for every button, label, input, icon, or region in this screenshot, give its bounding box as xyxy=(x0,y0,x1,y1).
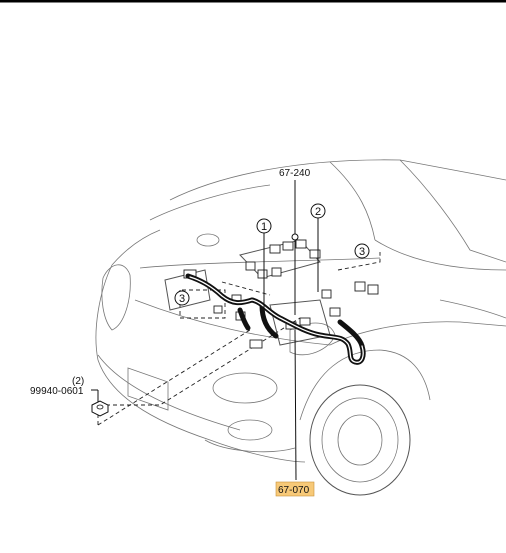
main-harness xyxy=(185,273,366,365)
ref-circle-2: 2 xyxy=(310,203,326,219)
part-number-67-240: 67-240 xyxy=(279,168,311,179)
svg-text:2: 2 xyxy=(315,206,321,218)
reference-boxes xyxy=(97,252,381,426)
part-number-highlight xyxy=(275,481,315,497)
ref-circle-3-left: 3 xyxy=(174,290,190,306)
svg-text:1: 1 xyxy=(261,221,267,233)
fastener-nut-icon xyxy=(91,400,109,417)
leader-lines xyxy=(91,180,319,481)
part-number-67-070: 67-070 xyxy=(278,485,310,496)
ref-circle-1: 1 xyxy=(256,218,272,234)
part-number-99940-0601: 99940-0601 xyxy=(30,386,84,397)
svg-text:3: 3 xyxy=(359,246,365,258)
svg-text:3: 3 xyxy=(179,293,185,305)
fastener-quantity: (2) xyxy=(72,376,84,387)
ref-circle-3-right: 3 xyxy=(354,243,370,259)
